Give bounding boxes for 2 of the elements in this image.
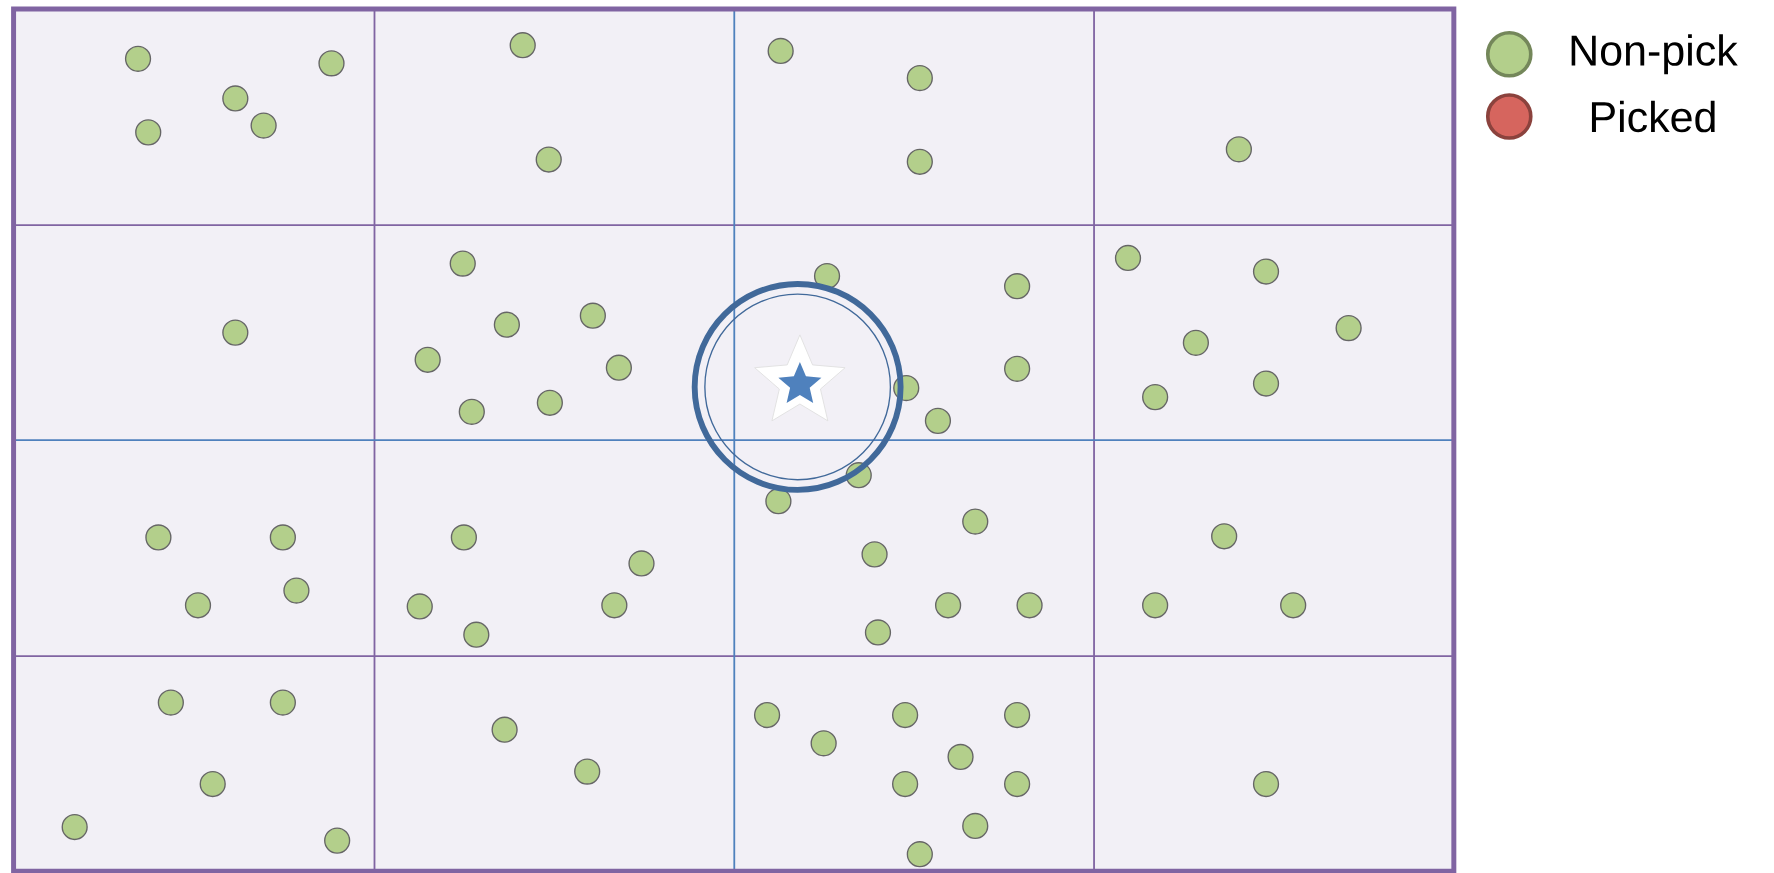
legend-label: Non-pick [1571, 34, 1738, 75]
legend-label: Picked [1591, 100, 1715, 133]
